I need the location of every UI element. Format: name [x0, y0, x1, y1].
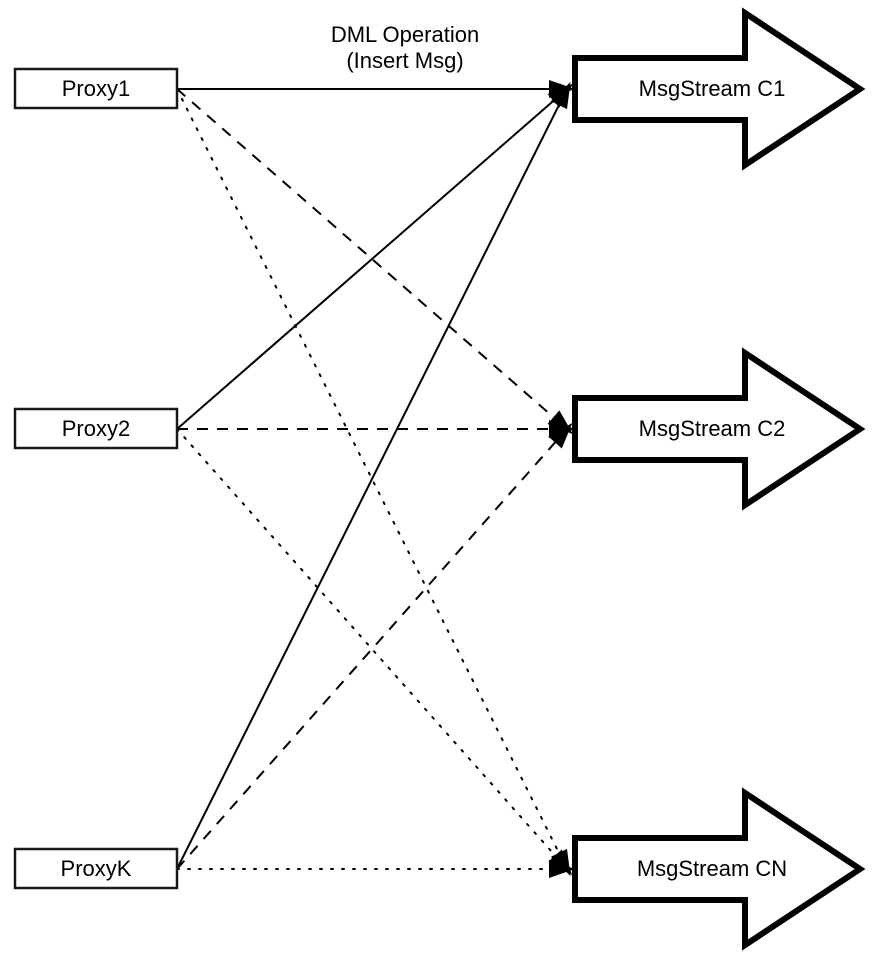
stream-cn-label: MsgStream CN	[637, 856, 787, 881]
streams-layer: MsgStream C1 MsgStream C2 MsgStream CN	[572, 7, 866, 951]
proxyk[interactable]: ProxyK	[13, 847, 179, 890]
dml-operation-label: DML Operation (Insert Msg)	[331, 22, 479, 73]
edge-proxyk-to-stream-c1	[176, 88, 568, 870]
edges-layer	[176, 88, 568, 870]
proxyk-box	[13, 847, 179, 890]
stream-c2-label: MsgStream C2	[639, 416, 786, 441]
proxy1-label: Proxy1	[62, 76, 130, 101]
proxy1-box	[13, 67, 179, 110]
dml-operation-label-line2: (Insert Msg)	[346, 48, 463, 73]
stream-cn[interactable]: MsgStream CN	[572, 787, 866, 951]
arrowhead-proxyk-to-stream-c1	[550, 81, 571, 110]
edge-proxy2-to-stream-c1	[176, 88, 568, 430]
stream-c2[interactable]: MsgStream C2	[572, 347, 866, 511]
arrowhead-proxyk-to-stream-c2	[548, 423, 573, 449]
stream-c1-label: MsgStream C1	[639, 76, 786, 101]
edge-proxy1-to-stream-c2	[176, 88, 568, 430]
proxy1[interactable]: Proxy1	[13, 67, 179, 110]
stream-c1[interactable]: MsgStream C1	[572, 7, 866, 171]
proxy2[interactable]: Proxy2	[13, 407, 179, 450]
edge-proxyk-to-stream-c2	[176, 428, 568, 870]
proxyk-label: ProxyK	[61, 856, 132, 881]
proxy2-box	[13, 407, 179, 450]
arrowhead-proxyk-to-stream-cn	[549, 860, 575, 878]
proxy2-label: Proxy2	[62, 416, 130, 441]
stream-c2-shape	[572, 347, 866, 511]
arrowheads-layer	[547, 80, 575, 878]
dml-operation-label-line1: DML Operation	[331, 22, 479, 47]
stream-c1-shape	[572, 7, 866, 171]
edge-proxy1-to-stream-cn	[176, 88, 568, 870]
stream-cn-shape	[572, 787, 866, 951]
